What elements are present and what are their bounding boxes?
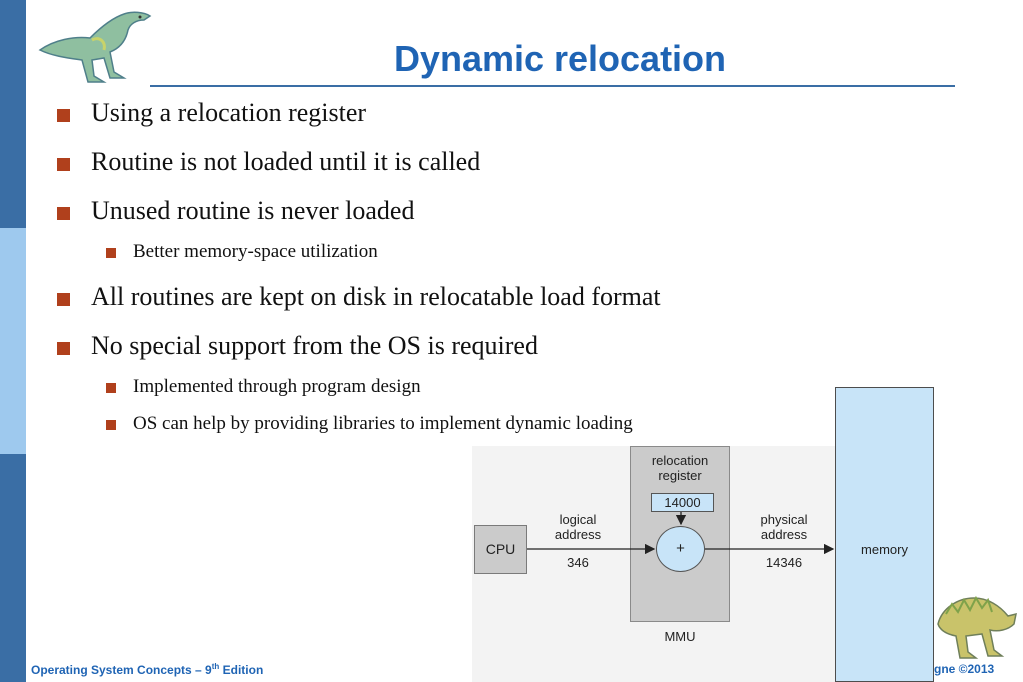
mmu-label: MMU [664,629,696,644]
bullet-text: No special support from the OS is requir… [91,331,538,360]
footer-book-prefix: Operating System Concepts – 9 [31,663,212,677]
physical-address-value: 14346 [765,555,803,570]
bullet-marker-icon [57,109,70,122]
bullet-marker-icon [57,207,70,220]
adder-circle [656,526,705,572]
bullet-text: All routines are kept on disk in relocat… [91,282,661,311]
left-strip-middle [0,228,26,454]
logical-address-label-line1: logical [559,512,597,527]
sub-bullet-marker-icon [106,248,116,258]
physical-address-label-line2: address [760,527,808,542]
relocation-register-value: 14000 [664,495,701,510]
left-strip-top [0,0,26,228]
footer-book-sup: th [211,662,220,671]
sub-bullet-text: OS can help by providing libraries to im… [133,413,633,434]
bullet-text: Unused routine is never loaded [91,196,415,225]
relocation-register-label-line2: register [658,468,702,483]
memory-label: memory [861,542,908,557]
dinosaur-logo-icon [38,11,152,83]
title-divider [150,85,955,87]
cpu-box [474,525,527,574]
sub-bullet-text: Implemented through program design [133,376,421,397]
sub-bullet-marker-icon [106,383,116,393]
relocation-register-label-line1: relocation [651,453,709,468]
dinosaur-logo-bottom-icon [937,595,1017,659]
relocation-register-box [651,493,714,512]
footer-copyright: gne ©2013 [934,662,995,676]
bullet-marker-icon [57,293,70,306]
bullet-marker-icon [57,342,70,355]
slide-title: Dynamic relocation [393,38,727,79]
cpu-label: CPU [485,541,516,557]
bullet-text: Routine is not loaded until it is called [91,147,481,176]
sub-bullet-marker-icon [106,420,116,430]
bullet-text: Using a relocation register [91,98,367,127]
plus-icon: + [676,540,685,557]
footer-book-suffix: Edition [219,663,264,677]
logical-address-label-line2: address [554,527,602,542]
bullet-marker-icon [57,158,70,171]
logical-address-value: 346 [567,555,589,570]
footer-book-title: Operating System Concepts – 9th Edition [31,662,263,677]
sub-bullet-text: Better memory-space utilization [133,241,378,262]
physical-address-label-line1: physical [760,512,808,527]
left-strip-bottom [0,454,26,682]
memory-box [835,387,934,682]
